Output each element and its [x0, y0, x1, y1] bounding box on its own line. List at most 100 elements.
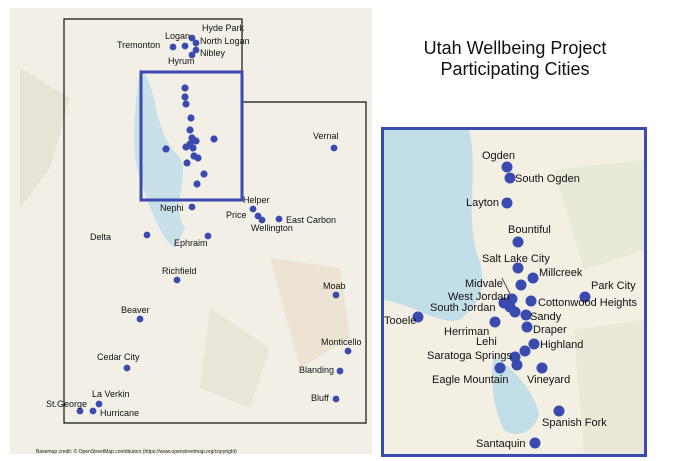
terrain-shade-2	[270, 258, 350, 368]
utah-lake	[492, 355, 539, 435]
city-marker	[330, 144, 338, 152]
wasatch-cluster-marker	[182, 143, 190, 151]
city-marker	[275, 215, 283, 223]
inset-city-label: Santaquin	[476, 438, 526, 450]
city-marker	[336, 367, 344, 375]
inset-city-label: Sandy	[530, 311, 562, 323]
inset-city-marker	[506, 293, 518, 305]
inset-city-label: Highland	[540, 339, 583, 351]
city-label: Moab	[323, 281, 346, 291]
city-label: La Verkin	[92, 389, 130, 399]
wasatch-cluster-marker	[193, 180, 201, 188]
city-label: Hurricane	[100, 408, 139, 418]
city-marker	[123, 364, 131, 372]
city-label: Hyrum	[168, 56, 195, 66]
inset-city-label: Cottonwood Heights	[538, 297, 638, 309]
inset-city-marker	[521, 321, 533, 333]
title-line-2: Participating Cities	[440, 59, 590, 79]
inset-city-label: Lehi	[476, 336, 497, 348]
inset-city-marker	[525, 295, 537, 307]
city-label: St.George	[46, 399, 87, 409]
city-marker	[76, 407, 84, 415]
city-marker	[143, 231, 151, 239]
inset-city-marker	[412, 311, 424, 323]
inset-city-label: South Jordan	[430, 302, 495, 314]
city-marker	[332, 291, 340, 299]
wasatch-cluster-marker	[181, 84, 189, 92]
inset-city-marker	[527, 272, 539, 284]
city-marker	[344, 347, 352, 355]
inset-city-label: Vineyard	[527, 374, 570, 386]
statewide-markers	[76, 34, 352, 415]
land-background	[10, 8, 372, 454]
city-marker	[332, 395, 340, 403]
inset-city-label: Herriman	[444, 326, 489, 338]
title-line-1: Utah Wellbeing Project	[423, 38, 607, 58]
inset-city-label: Salt Lake City	[482, 253, 550, 265]
inset-city-label: Saratoga Springs	[427, 350, 512, 362]
inset-city-marker	[494, 362, 506, 374]
wasatch-cluster-marker	[200, 170, 208, 178]
city-label: Price	[226, 210, 247, 220]
city-label: Bluff	[311, 393, 329, 403]
city-label: Nephi	[160, 203, 184, 213]
inset-city-marker	[512, 262, 524, 274]
inset-city-marker	[512, 236, 524, 248]
wasatch-cluster-marker	[162, 145, 170, 153]
city-label: Delta	[90, 232, 111, 242]
wasatch-cluster-marker	[182, 100, 190, 108]
inset-city-label: Eagle Mountain	[432, 374, 508, 386]
inset-city-marker	[519, 345, 531, 357]
terrain-shade	[20, 68, 70, 208]
city-label: Logan	[165, 31, 190, 41]
inset-great-salt-lake	[384, 130, 483, 321]
inset-city-marker	[515, 279, 527, 291]
wasatch-cluster-marker	[194, 154, 202, 162]
inset-city-label: Ogden	[482, 150, 515, 162]
map-title: Utah Wellbeing Project Participating Cit…	[400, 38, 630, 80]
city-label: North Logan	[200, 36, 250, 46]
city-marker	[192, 46, 200, 54]
city-label: Helper	[243, 195, 270, 205]
inset-city-marker	[528, 338, 540, 350]
inset-city-marker	[509, 306, 521, 318]
city-label: East Carbon	[286, 215, 336, 225]
utah-state-outline	[63, 18, 367, 424]
inset-city-marker	[529, 437, 541, 449]
city-label: Beaver	[121, 305, 150, 315]
wasatch-cluster-marker	[192, 137, 200, 145]
wasatch-cluster-marker	[186, 126, 194, 134]
basemap-credit: Basemap credit: © OpenStreetMap contribu…	[36, 449, 237, 455]
city-marker	[192, 39, 200, 47]
inset-city-label: Layton	[466, 197, 499, 209]
inset-city-label: Millcreek	[539, 267, 583, 279]
inset-city-label: Park City	[591, 280, 636, 292]
city-marker	[249, 205, 257, 213]
inset-city-marker	[536, 362, 548, 374]
city-label: Wellington	[251, 223, 293, 233]
city-label: Nibley	[200, 48, 226, 58]
terrain-shade-3	[200, 308, 270, 408]
city-label: Ephraim	[174, 238, 208, 248]
city-marker	[173, 276, 181, 284]
inset-city-marker	[553, 405, 565, 417]
inset-city-label: Tooele	[384, 315, 416, 327]
city-label: Richfield	[162, 266, 197, 276]
city-marker	[188, 34, 196, 42]
inset-city-marker	[520, 309, 532, 321]
inset-city-label: Midvale	[465, 278, 503, 290]
inset-city-marker	[579, 291, 591, 303]
inset-city-marker	[489, 316, 501, 328]
great-salt-lake	[134, 68, 185, 248]
city-marker	[188, 203, 196, 211]
city-label: Vernal	[313, 131, 339, 141]
inset-city-label: Spanish Fork	[542, 417, 607, 429]
inset-city-marker	[501, 197, 513, 209]
wasatch-cluster-marker	[183, 159, 191, 167]
city-marker	[136, 315, 144, 323]
